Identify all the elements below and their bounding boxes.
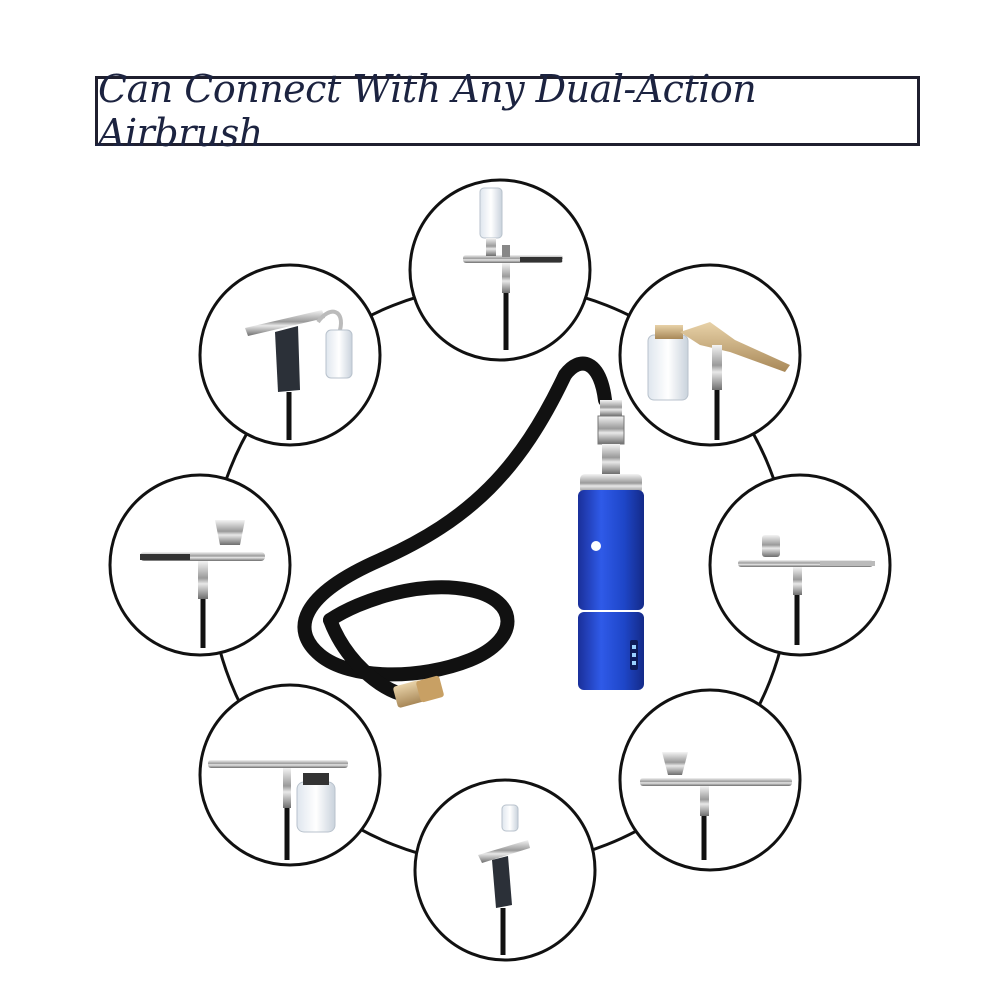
compressor-connector xyxy=(597,400,625,474)
airbrush-icon xyxy=(478,804,530,955)
banner-title: Can Connect With Any Dual-Action Airbrus… xyxy=(98,67,757,155)
airbrush-circle-lower-right xyxy=(618,688,802,872)
airbrush-icon xyxy=(738,535,875,645)
airbrush-circle-lower-left xyxy=(198,683,382,867)
hose-fitting xyxy=(393,675,444,708)
airbrush-icon xyxy=(245,309,353,440)
compressor-body xyxy=(578,474,644,690)
airbrush-circle-top xyxy=(408,178,592,362)
airbrush-circle-left xyxy=(108,473,292,657)
airbrush-icon xyxy=(208,760,348,860)
airbrush-circle-bottom xyxy=(413,778,597,962)
airbrush-icon xyxy=(640,752,792,860)
airbrush-icon xyxy=(463,187,563,350)
airbrush-icon xyxy=(647,322,790,440)
airbrush-circle-upper-left xyxy=(198,263,382,447)
airbrush-icon xyxy=(140,520,265,648)
title-banner: Can Connect With Any Dual-Action Airbrus… xyxy=(95,67,920,155)
airbrush-circle-right xyxy=(708,473,892,657)
airbrush-circle-upper-right xyxy=(618,263,802,447)
power-indicator xyxy=(591,541,601,551)
